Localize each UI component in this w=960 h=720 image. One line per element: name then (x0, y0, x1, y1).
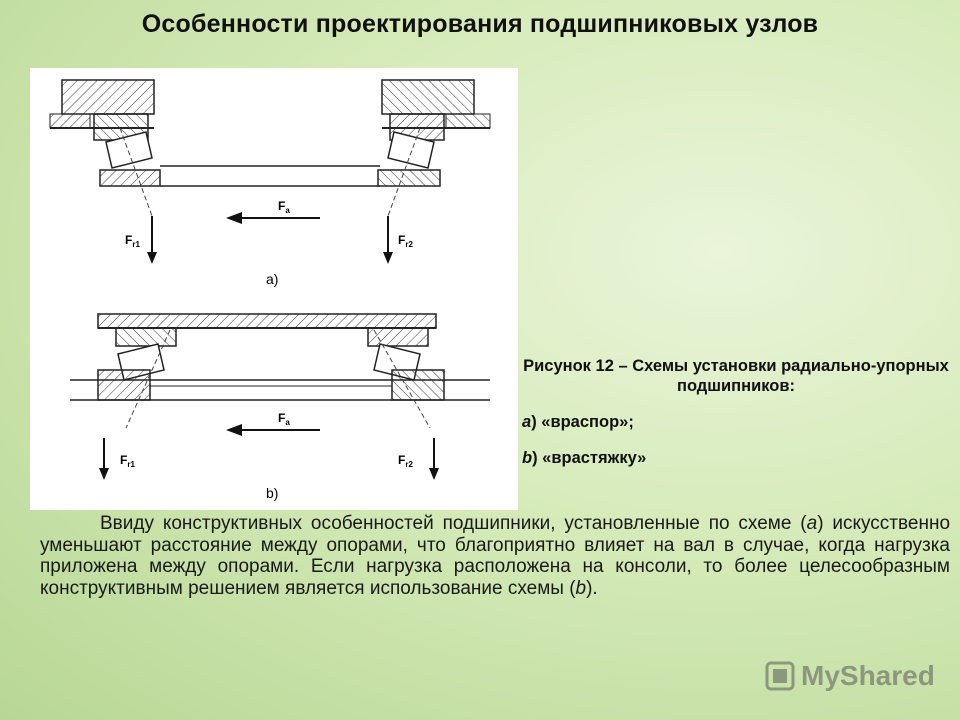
scheme-a-radial-force-1: Fr1 (125, 216, 157, 264)
scheme-a-fr1-label: Fr1 (125, 233, 140, 249)
body-paragraph: Ввиду конструктивных особенностей подшип… (40, 513, 951, 599)
watermark: MyShared (765, 656, 955, 696)
scheme-a-fa-label: Fa (278, 199, 290, 215)
scheme-b-fa-label: Fa (278, 411, 290, 427)
scheme-a-left-bearing (93, 113, 161, 187)
scheme-a-radial-force-2: Fr2 (383, 216, 413, 264)
bearing-schemes-drawing: Fa Fr1 Fr2 a) (49, 79, 491, 501)
scheme-b-label: b) (266, 485, 278, 501)
scheme-b-radial-force-1: Fr1 (99, 438, 135, 480)
scheme-a: Fa Fr1 Fr2 a) (49, 79, 491, 287)
watermark-text: MyShared (801, 660, 935, 691)
scheme-b-fr1-label: Fr1 (120, 453, 135, 469)
scheme-b-radial-force-2: Fr2 (398, 438, 439, 480)
scheme-a-shaft (160, 165, 380, 187)
caption-item-b: b) «врастяжку» (522, 449, 647, 467)
scheme-a-right-housing (381, 79, 491, 129)
scheme-b-axial-force: Fa (226, 411, 320, 436)
scheme-b-fr2-label: Fr2 (398, 453, 413, 469)
scheme-a-label: a) (266, 271, 278, 287)
scheme-b-left-bearing (97, 327, 177, 401)
scheme-a-left-housing (49, 79, 155, 129)
scheme-b: Fa Fr1 Fr2 b) (70, 313, 490, 501)
scheme-b-housing (97, 313, 437, 329)
bearing-schemes-figure: Fa Fr1 Fr2 a) (30, 68, 518, 510)
figure-caption: Рисунок 12 – Схемы установки радиально-у… (516, 356, 956, 468)
scheme-a-right-bearing (377, 113, 445, 187)
scheme-b-shaft (70, 379, 490, 401)
scheme-a-axial-force: Fa (226, 199, 320, 224)
slide-title: Особенности проектирования подшипниковых… (141, 10, 819, 38)
caption-item-a: а) «враспор»; (522, 413, 634, 431)
watermark-logo-icon (765, 661, 795, 691)
scheme-a-fr2-label: Fr2 (398, 233, 413, 249)
caption-title: Рисунок 12 – Схемы установки радиально-у… (523, 357, 949, 395)
